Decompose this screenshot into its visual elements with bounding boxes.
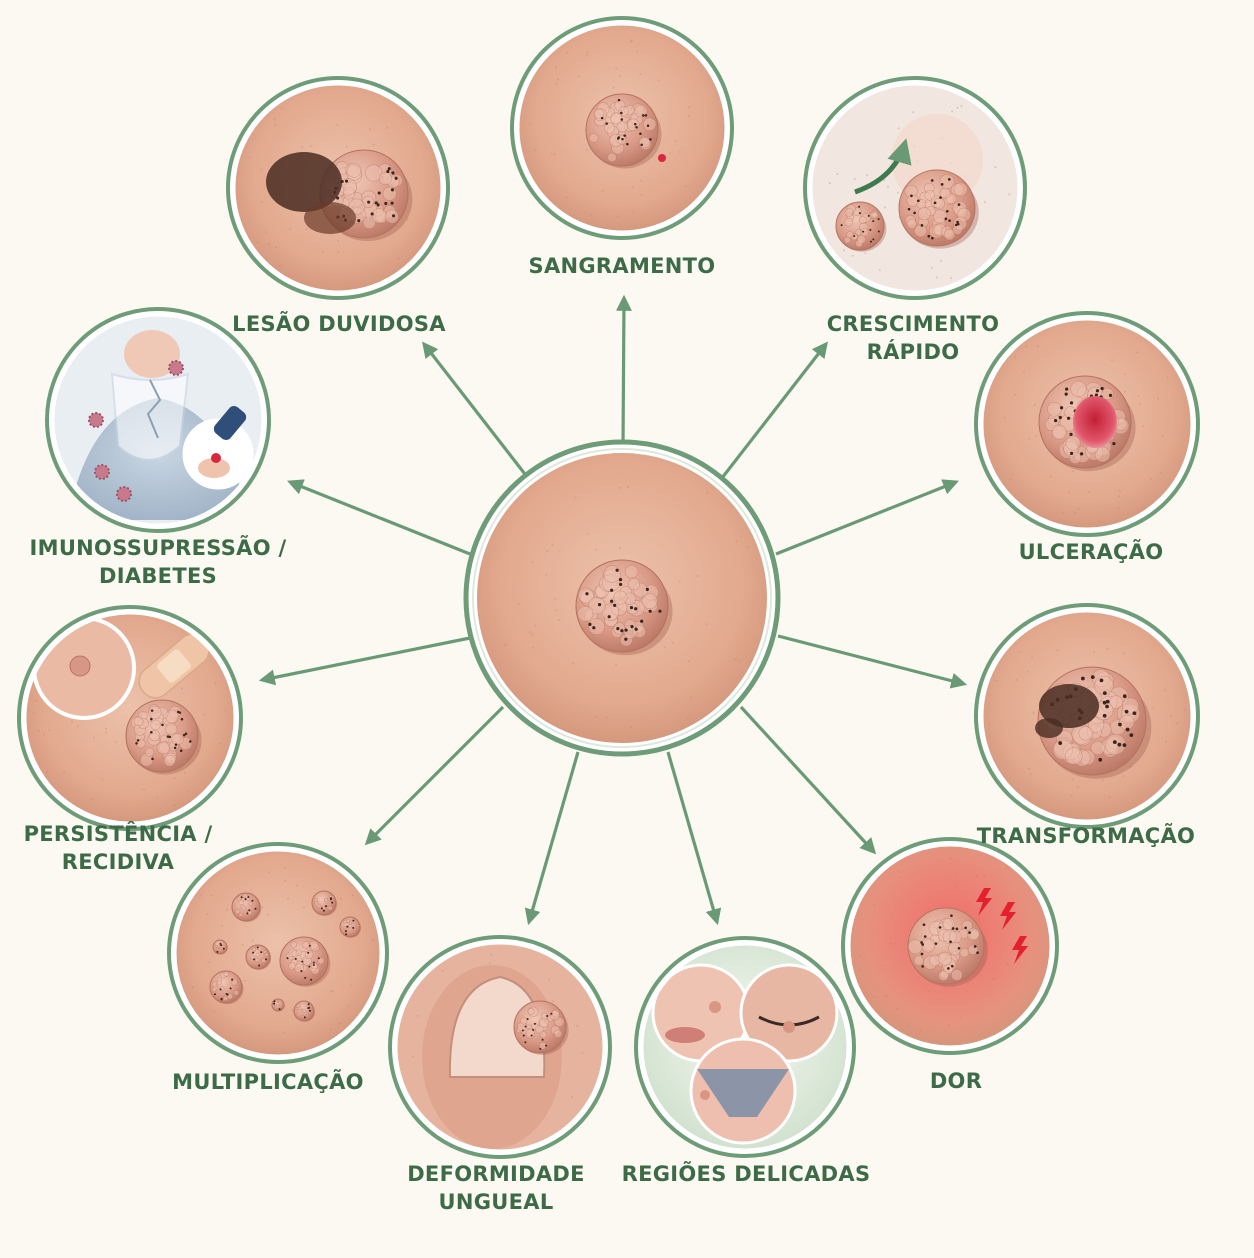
- label-line: IMUNOSSUPRESSÃO /: [29, 536, 287, 560]
- label-crescimento-rapido: CRESCIMENTO RÁPIDO: [827, 310, 1000, 366]
- bleeding-wart-image: [510, 16, 734, 240]
- label-imunossupressao-diabetes: IMUNOSSUPRESSÃO / DIABETES: [30, 534, 287, 590]
- label-deformidade-ungueal: DEFORMIDADE UNGUEAL: [407, 1160, 585, 1216]
- label-ulceracao: ULCERAÇÃO: [1019, 538, 1164, 566]
- label-multiplicacao: MULTIPLICAÇÃO: [172, 1068, 364, 1096]
- label-dor: DOR: [930, 1067, 982, 1095]
- label-lesao-duvidosa: LESÃO DUVIDOSA: [232, 310, 446, 338]
- label-line: PERSISTÊNCIA /: [23, 822, 213, 846]
- delicate-regions-image: [634, 936, 856, 1158]
- arrow-to-imunossupressao-diabetes: [287, 479, 471, 556]
- label-line: TRANSFORMAÇÃO: [976, 824, 1196, 848]
- nail-deformity-image: [388, 935, 612, 1159]
- arrow-to-crescimento-rapido: [720, 341, 828, 479]
- label-line: DEFORMIDADE: [407, 1162, 585, 1186]
- ulcerated-wart-image: [974, 311, 1200, 537]
- arrow-to-ulceracao: [775, 479, 959, 556]
- arrow-to-dor: [739, 705, 877, 855]
- doubtful-lesion-image: [226, 76, 450, 300]
- arrow-to-sangramento: [615, 294, 632, 449]
- arrow-to-persistencia-recidiva: [258, 636, 471, 686]
- label-line: DIABETES: [98, 564, 218, 588]
- painful-wart-image: [841, 837, 1059, 1055]
- arrow-to-deformidade-ungueal: [524, 751, 580, 926]
- label-line: RÁPIDO: [866, 340, 960, 364]
- label-regioes-delicadas: REGIÕES DELICADAS: [622, 1160, 871, 1188]
- arrow-to-lesao-duvidosa: [422, 341, 530, 479]
- label-sangramento: SANGRAMENTO: [529, 252, 716, 280]
- label-line: SANGRAMENTO: [528, 254, 716, 278]
- arrow-to-transformacao: [777, 634, 968, 689]
- label-line: ULCERAÇÃO: [1018, 540, 1164, 564]
- label-persistencia-recidiva: PERSISTÊNCIA / RECIDIVA: [24, 820, 213, 876]
- arrow-to-multiplicacao: [364, 705, 505, 846]
- label-line: MULTIPLICAÇÃO: [172, 1070, 364, 1094]
- rapid-growth-image: [803, 76, 1027, 300]
- label-transformacao: TRANSFORMAÇÃO: [977, 822, 1195, 850]
- label-line: CRESCIMENTO: [826, 312, 1000, 336]
- label-line: DOR: [929, 1069, 983, 1093]
- wart-central-image: [463, 439, 781, 757]
- arrow-to-regioes-delicadas: [666, 751, 722, 926]
- recurrence-image: [17, 605, 243, 831]
- transforming-lesion-image: [974, 603, 1200, 829]
- label-line: UNGUEAL: [438, 1190, 554, 1214]
- multiple-warts-image: [167, 842, 389, 1064]
- label-line: LESÃO DUVIDOSA: [232, 312, 446, 336]
- label-line: RECIDIVA: [61, 850, 175, 874]
- label-line: REGIÕES DELICADAS: [621, 1162, 871, 1186]
- immunosuppression-diabetes-image: [45, 307, 271, 533]
